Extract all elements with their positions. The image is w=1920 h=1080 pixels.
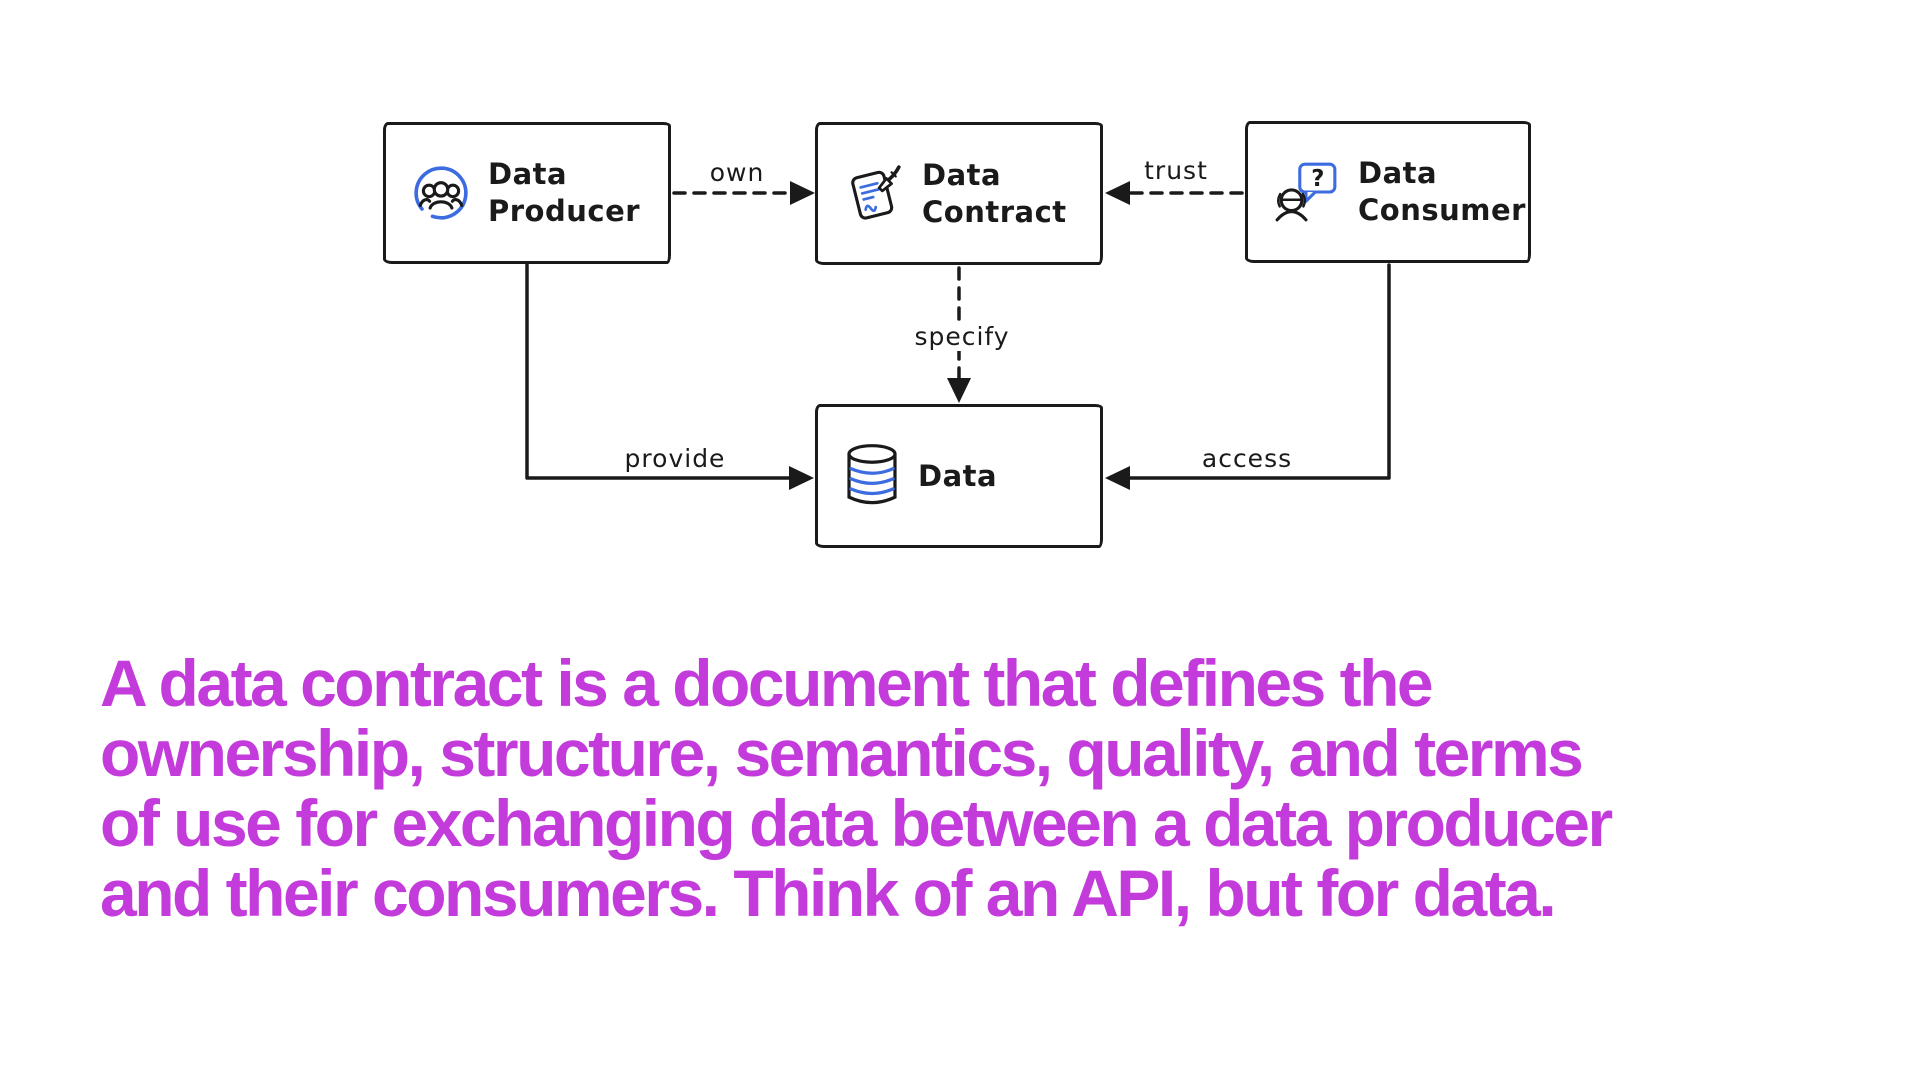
node-label-line2: Producer (488, 194, 641, 228)
node-label: Data Producer (488, 156, 640, 230)
edge-label-provide: provide (616, 444, 734, 473)
edge-access-line (1124, 263, 1391, 480)
node-label-line1: Data (922, 157, 1002, 192)
edge-label-trust: trust (1136, 156, 1216, 185)
users-circle-icon (414, 166, 468, 220)
node-label-line1: Data (488, 157, 568, 191)
node-data: Data (815, 404, 1103, 548)
person-question-icon: ? (1275, 162, 1337, 222)
node-label-line2: Consumer (1358, 193, 1526, 227)
edge-label-own: own (701, 158, 773, 187)
edge-trust-arrowhead (1105, 181, 1130, 205)
node-label: Data Consumer (1358, 155, 1526, 229)
node-data-contract: Data Contract (815, 122, 1103, 265)
node-label: Data (918, 458, 997, 495)
caption-line-3: of use for exchanging data between a dat… (100, 786, 1613, 860)
caption-text: A data contract is a document that defin… (100, 648, 1860, 928)
edge-provide-arrowhead (789, 466, 814, 490)
node-label-line2: Contract (922, 194, 1067, 229)
edge-provide-line (525, 263, 795, 480)
node-data-consumer: ? Data Consumer (1245, 121, 1531, 263)
database-icon (847, 444, 897, 505)
caption-line-4: and their consumers. Think of an API, bu… (100, 856, 1557, 930)
node-data-producer: Data Producer (383, 122, 671, 264)
caption-line-2: ownership, structure, semantics, quality… (100, 716, 1584, 790)
node-label-line1: Data (918, 458, 998, 493)
edge-access-arrowhead (1105, 466, 1130, 490)
question-mark-glyph: ? (1311, 166, 1324, 192)
edge-label-specify: specify (906, 322, 1018, 351)
node-label: Data Contract (922, 157, 1067, 231)
edge-specify-arrowhead (947, 378, 971, 403)
edge-own-arrowhead (790, 181, 815, 205)
caption-line-1: A data contract is a document that defin… (100, 646, 1434, 720)
node-label-line1: Data (1358, 156, 1438, 190)
edge-label-access: access (1193, 444, 1301, 473)
signed-document-icon (851, 164, 901, 220)
